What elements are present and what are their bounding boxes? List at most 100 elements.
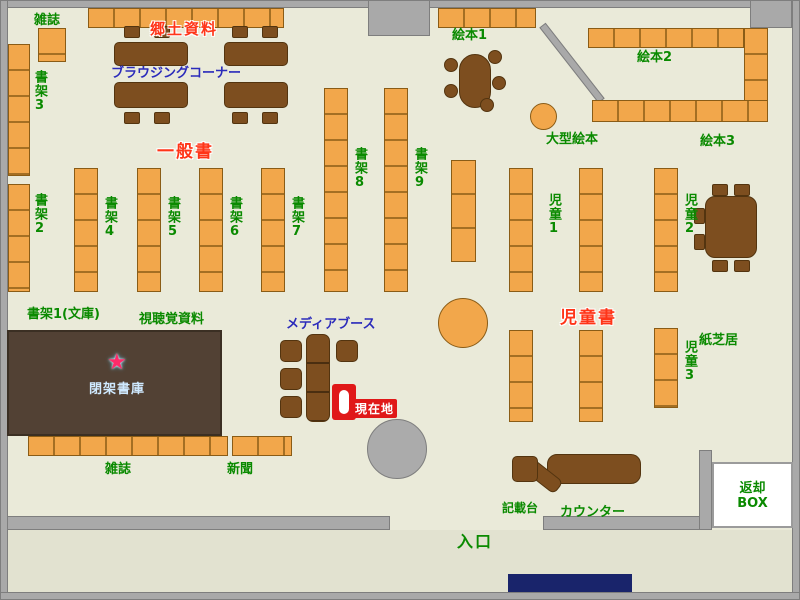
label-shelf-3: 書架3 xyxy=(32,70,47,114)
browsing-table xyxy=(224,42,288,66)
label-magazines-bottom: 雑誌 xyxy=(105,462,132,477)
stool xyxy=(444,84,458,98)
chair xyxy=(694,208,705,224)
chair xyxy=(694,234,705,250)
outside-area xyxy=(8,530,792,592)
label-general-books: 一般書 xyxy=(157,142,214,162)
label-media-booth: メディアブース xyxy=(286,317,376,332)
wall-left xyxy=(0,0,8,600)
media-booth-seat xyxy=(280,340,302,362)
chair xyxy=(232,26,248,38)
shelf-9-unit xyxy=(384,88,408,292)
entrance-mat xyxy=(508,574,632,592)
return-box-room xyxy=(712,462,793,528)
label-shelf-7: 書架7 xyxy=(289,196,304,240)
stool xyxy=(444,58,458,72)
shelf-children-1b xyxy=(579,168,603,292)
shelf-5-unit xyxy=(137,168,161,292)
label-large-picture-books: 大型絵本 xyxy=(546,132,599,147)
large-picture-books-table xyxy=(530,103,557,130)
shelf-center-unit xyxy=(451,160,476,262)
wall-top-right-corner xyxy=(750,0,792,28)
shelf-6-unit xyxy=(199,168,223,292)
wall-bottom-left-segment xyxy=(7,516,390,530)
label-picture-books-3: 絵本3 xyxy=(700,134,736,149)
label-shelf-1-bunko: 書架1(文庫) xyxy=(27,307,100,322)
label-children-1: 児童1 xyxy=(546,193,561,237)
shelf-4-unit xyxy=(74,168,98,292)
media-booth-carrel xyxy=(306,334,330,422)
shelf-children-2-unit xyxy=(654,168,678,292)
label-picture-books-2: 絵本2 xyxy=(637,50,673,65)
stool xyxy=(492,76,506,90)
shelf-picture-books-2 xyxy=(588,28,744,48)
label-children-2: 児童2 xyxy=(682,193,697,237)
stool xyxy=(480,98,494,112)
pillar-top xyxy=(368,0,430,36)
pillar-round xyxy=(367,419,427,479)
label-children-3: 児童3 xyxy=(682,340,697,384)
shelf-children-1a xyxy=(509,168,533,292)
current-location-badge: 現在地 xyxy=(352,399,398,418)
shelf-picture-books-1 xyxy=(438,8,536,28)
chair xyxy=(124,112,140,124)
media-booth-seat xyxy=(280,368,302,390)
label-magazines-top: 雑誌 xyxy=(34,13,61,28)
shelf-children-3-unit xyxy=(654,328,678,408)
label-shelf-8: 書架8 xyxy=(352,147,367,191)
chair xyxy=(262,112,278,124)
shelf-3-unit xyxy=(8,44,30,176)
label-counter: カウンター xyxy=(560,505,626,520)
media-booth-seat xyxy=(336,340,358,362)
label-writing-desk: 記載台 xyxy=(502,501,539,515)
label-picture-books-1: 絵本1 xyxy=(452,28,488,43)
chair xyxy=(124,26,140,38)
chair xyxy=(712,260,728,272)
chair xyxy=(262,26,278,38)
wall-right xyxy=(792,0,800,600)
label-browsing-corner: ブラウジングコーナー xyxy=(111,66,242,81)
media-booth-seat xyxy=(280,396,302,418)
chair xyxy=(712,184,728,196)
shelf-2-unit xyxy=(8,184,30,292)
label-children-books: 児童書 xyxy=(560,308,617,328)
shelf-7-unit xyxy=(261,168,285,292)
stool xyxy=(488,50,502,64)
writing-desk-unit xyxy=(512,456,538,482)
counter-desk xyxy=(547,454,641,484)
label-entrance: 入口 xyxy=(457,532,494,551)
chair xyxy=(154,112,170,124)
shelf-picture-books-3 xyxy=(592,100,768,122)
chair xyxy=(154,26,170,38)
browsing-table xyxy=(114,82,188,108)
closed-stacks-area: ★ 閉架書庫 xyxy=(7,330,222,436)
children-table xyxy=(705,196,757,258)
round-table xyxy=(438,298,488,348)
label-local-materials: 郷土資料 xyxy=(150,20,219,38)
label-newspapers: 新聞 xyxy=(227,462,254,477)
shelf-magazines-top xyxy=(38,28,66,62)
wall-return-niche xyxy=(699,450,712,530)
label-shelf-9: 書架9 xyxy=(412,147,427,191)
chair xyxy=(232,112,248,124)
label-shelf-6: 書架6 xyxy=(227,196,242,240)
wall-bottom xyxy=(0,592,800,600)
star-icon: ★ xyxy=(107,350,127,375)
browsing-table xyxy=(114,42,188,66)
shelf-newspapers xyxy=(232,436,292,456)
label-closed-stacks: 閉架書庫 xyxy=(89,382,146,397)
label-shelf-4: 書架4 xyxy=(102,196,117,240)
seat-icon xyxy=(339,390,349,414)
browsing-table xyxy=(224,82,288,108)
label-return-box: 返却 BOX xyxy=(737,481,768,511)
shelf-8-unit xyxy=(324,88,348,292)
label-audio-visual: 視聴覚資料 xyxy=(139,312,205,327)
label-shelf-5: 書架5 xyxy=(165,196,180,240)
chair xyxy=(734,184,750,196)
shelf-local-materials xyxy=(88,8,284,28)
label-shelf-2: 書架2 xyxy=(32,193,47,237)
shelf-children-lower-a xyxy=(509,330,533,422)
chair xyxy=(734,260,750,272)
shelf-children-lower-b xyxy=(579,330,603,422)
